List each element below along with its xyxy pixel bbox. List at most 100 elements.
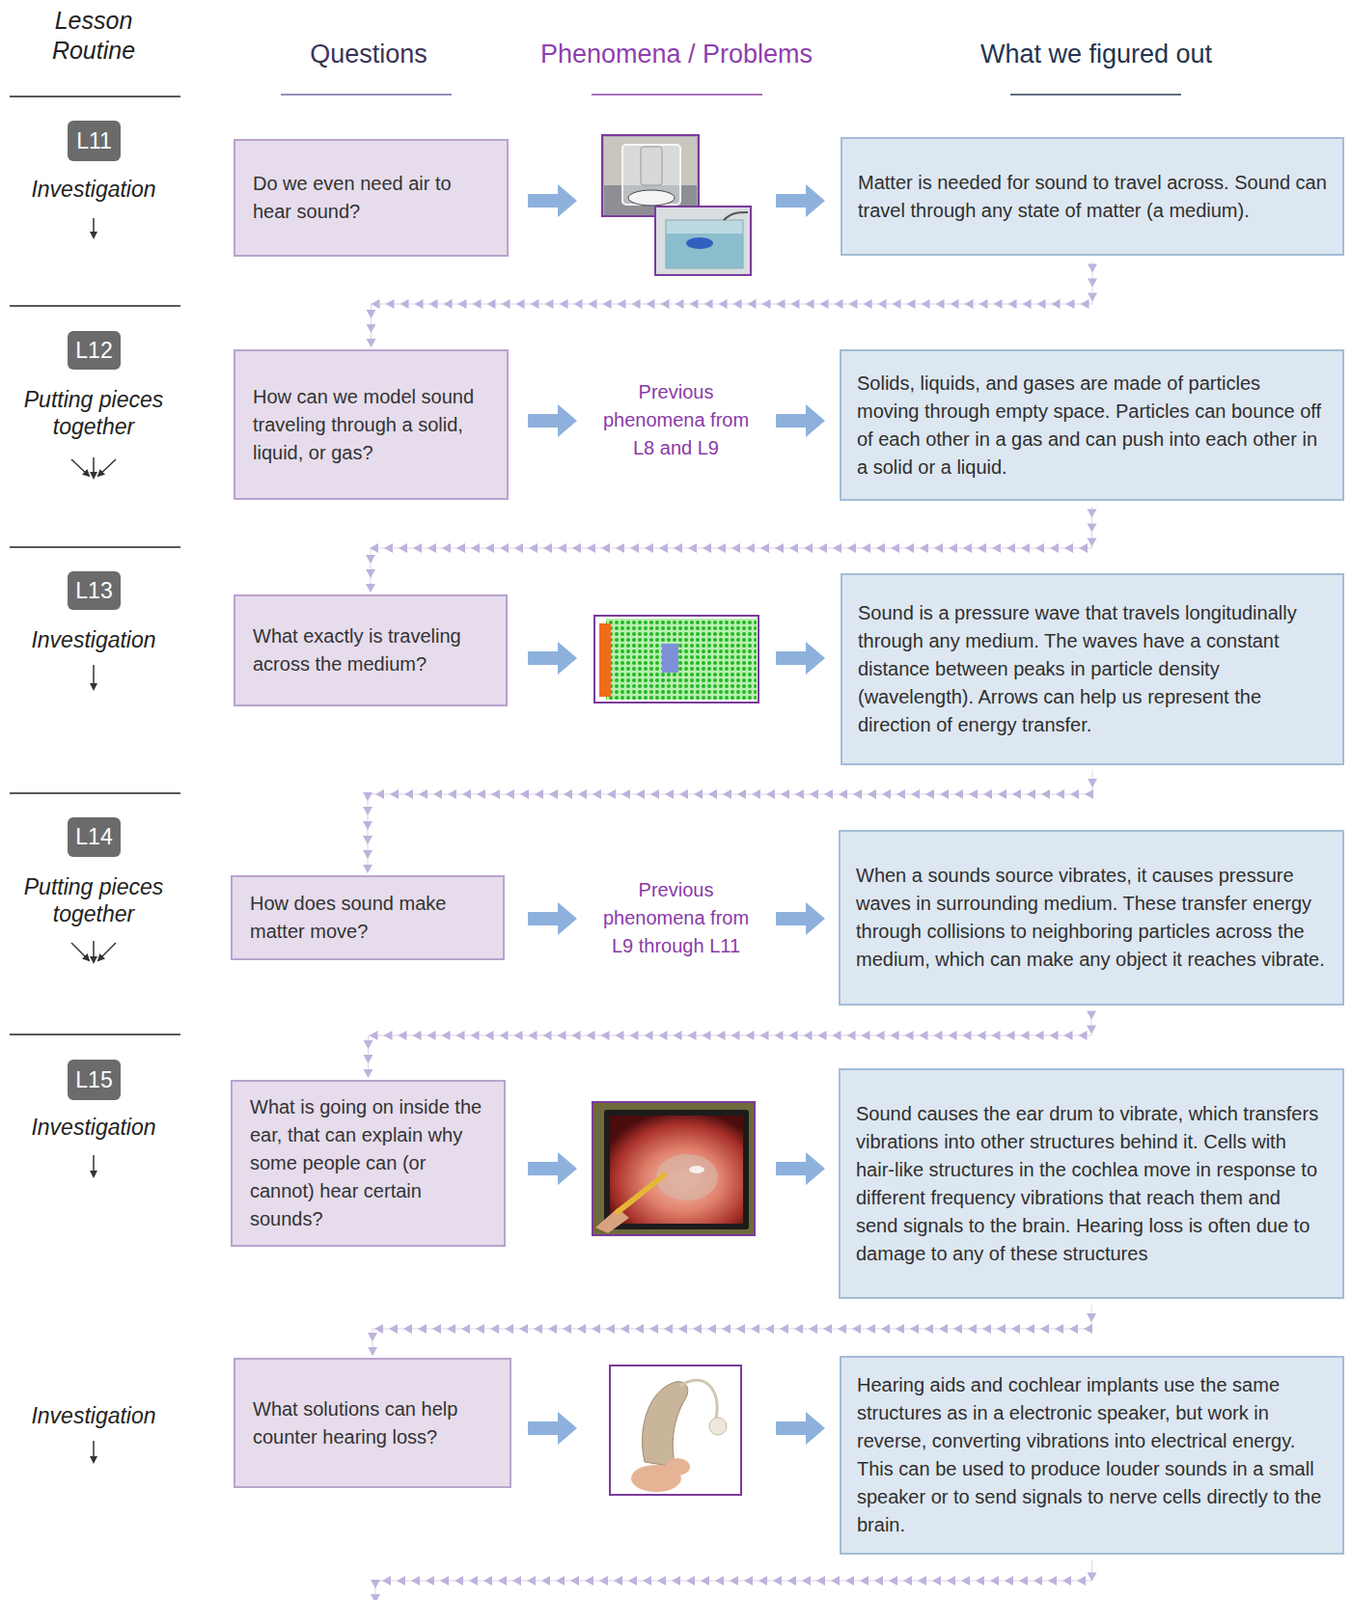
routine-label: Investigation — [6, 175, 181, 203]
connector-chevron — [932, 1575, 941, 1586]
connector-chevron — [924, 1323, 934, 1334]
connector-chevron — [948, 543, 958, 553]
lesson-badge: L11 — [67, 120, 121, 162]
illustration-part — [775, 641, 826, 675]
connector-chevron — [919, 543, 929, 553]
connector-chevron — [363, 1040, 374, 1049]
connector-chevron — [688, 543, 697, 553]
connector-chevron — [454, 1575, 464, 1586]
connector-chevron — [601, 1030, 610, 1041]
connector-chevron — [795, 789, 804, 800]
connector-chevron — [659, 1030, 668, 1041]
connector-group — [367, 1304, 1097, 1356]
connector-chevron — [1066, 299, 1076, 309]
illustration-part — [775, 184, 826, 218]
illustration-part — [680, 1379, 717, 1419]
connector-chevron — [967, 1323, 977, 1334]
connector-chevron — [934, 543, 943, 553]
connector-chevron — [572, 1030, 581, 1041]
connector-chevron — [729, 1575, 739, 1586]
illustration-part — [661, 643, 679, 673]
connector-chevron — [659, 543, 668, 553]
connector-chevron — [386, 299, 395, 309]
illustration-part — [686, 237, 714, 249]
connector-chevron — [762, 299, 772, 309]
connector-chevron — [895, 1323, 905, 1334]
water-tank-photo — [655, 206, 751, 276]
illustration-part — [9, 1033, 181, 1036]
header-underlines — [280, 93, 1182, 96]
connector-chevron — [548, 1323, 557, 1334]
illustration-part — [92, 218, 95, 238]
illustration-part — [1010, 93, 1182, 96]
connector-chevron — [472, 299, 482, 309]
connector-chevron — [1055, 789, 1065, 800]
connector-chevron — [731, 1030, 741, 1041]
column-header: What we figured out — [932, 38, 1261, 70]
connector-chevron — [678, 1323, 688, 1334]
illustration-part — [665, 233, 744, 269]
connector-chevron — [700, 1575, 710, 1586]
connector-chevron — [1041, 789, 1050, 800]
illustration-part — [604, 1109, 749, 1230]
connector-chevron — [847, 1030, 856, 1041]
flow-connector — [371, 261, 1094, 347]
connector-chevron — [1083, 1323, 1093, 1334]
connector-chevron — [578, 789, 587, 800]
connector-chevron — [921, 299, 931, 309]
connector-chevron — [716, 543, 726, 553]
connector-chevron — [1035, 543, 1045, 553]
connector-chevron — [470, 1030, 480, 1041]
box-text: Hearing aids and cochlear implants use t… — [856, 1371, 1327, 1540]
connector-chevron — [615, 1030, 625, 1041]
connector-chevron — [1087, 293, 1098, 303]
connector-chevron — [809, 789, 819, 800]
box-text: Solids, liquids, and gases are made of p… — [856, 369, 1327, 482]
connector-chevron — [603, 299, 612, 309]
connector-chevron — [982, 1323, 992, 1334]
connector-chevron — [934, 1030, 943, 1041]
box-text: L13 — [75, 578, 112, 605]
question-box: What solutions can help counter hearing … — [233, 1357, 512, 1489]
connector-chevron — [718, 299, 728, 309]
connector-chevron — [925, 789, 935, 800]
connector-chevron — [818, 1030, 828, 1041]
connector-chevron — [634, 1323, 644, 1334]
connector-chevron — [396, 1575, 406, 1586]
connector-chevron — [441, 1030, 451, 1041]
connector-chevron — [751, 789, 761, 800]
connector-chevron — [369, 1030, 379, 1041]
connector-chevron — [1086, 1025, 1097, 1035]
connector-chevron — [505, 789, 515, 800]
connector-chevron — [545, 299, 554, 309]
connector-chevron — [617, 299, 627, 309]
question-box: How can we model sound traveling through… — [233, 349, 509, 500]
connector-chevron — [1069, 1323, 1078, 1334]
phenomena-note: Previous phenomena from L9 through L11 — [596, 876, 756, 961]
connector-chevron — [1064, 1030, 1074, 1041]
connector-chevron — [533, 1323, 543, 1334]
connector-chevron — [673, 543, 683, 553]
connector-chevron — [890, 543, 900, 553]
connector-chevron — [946, 1575, 956, 1586]
connector-chevron — [1049, 543, 1059, 553]
connector-chevron — [557, 543, 567, 553]
connector-chevron — [760, 543, 770, 553]
routine-label: Putting pieces together — [6, 386, 181, 441]
connector-chevron — [997, 789, 1007, 800]
connector-chevron — [1033, 1575, 1043, 1586]
connector-chevron — [476, 789, 486, 800]
connector-chevron — [961, 1575, 970, 1586]
connector-chevron — [671, 1575, 681, 1586]
connector-chevron — [613, 1575, 623, 1586]
connector-chevron — [745, 1030, 755, 1041]
connector-chevron — [404, 789, 414, 800]
connector-chevron — [905, 543, 914, 553]
connector-chevron — [425, 1575, 435, 1586]
connector-chevron — [1087, 278, 1098, 288]
connector-chevron — [702, 543, 712, 553]
connector-chevron — [499, 543, 509, 553]
connector-chevron — [516, 299, 525, 309]
connector-chevron — [745, 543, 755, 553]
connector-chevron — [1064, 543, 1074, 553]
